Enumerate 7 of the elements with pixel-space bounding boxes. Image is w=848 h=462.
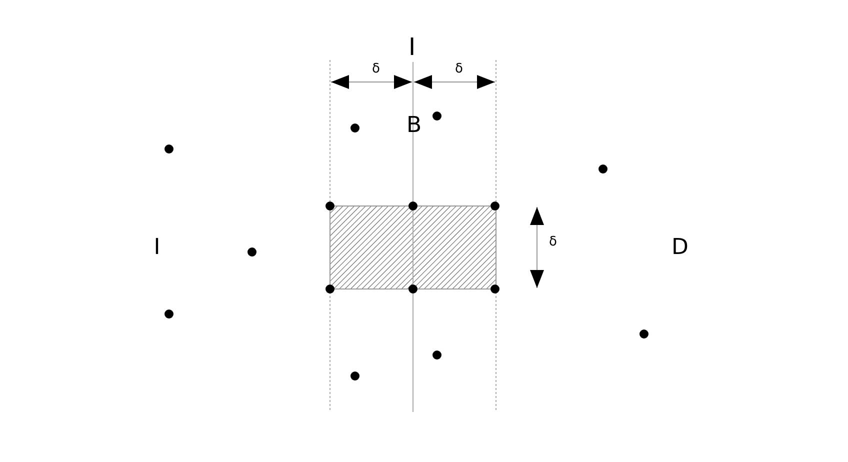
region-label: B xyxy=(406,115,422,137)
dimension-label: δ xyxy=(455,62,463,76)
region-label: I xyxy=(408,35,416,59)
dimension-label: δ xyxy=(372,62,380,76)
region-label: D xyxy=(672,237,688,259)
dimension-label: δ xyxy=(549,236,557,248)
region-label: I xyxy=(154,237,160,259)
